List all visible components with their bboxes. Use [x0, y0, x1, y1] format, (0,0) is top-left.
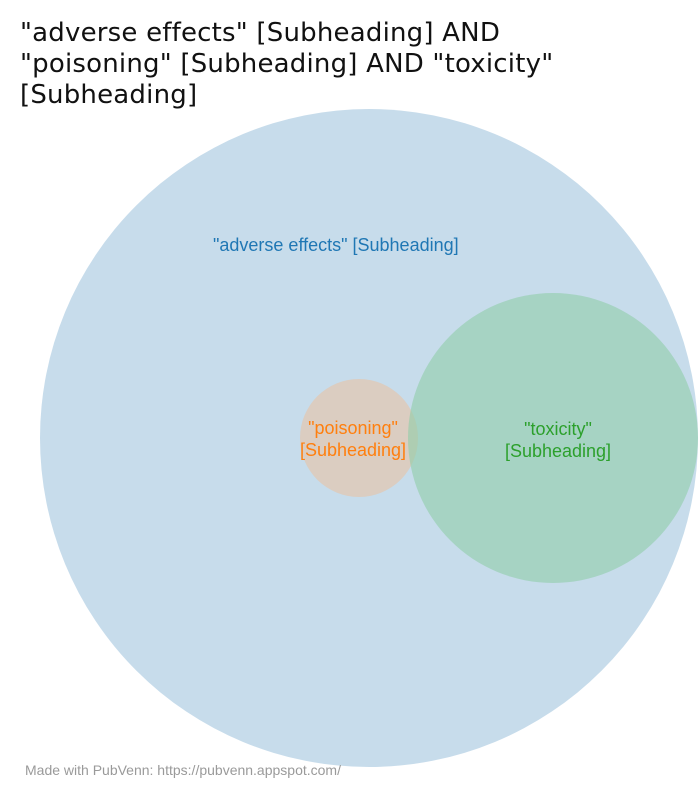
circle-poisoning[interactable]: [300, 379, 418, 497]
title-line-1: "adverse effects" [Subheading] AND: [20, 18, 501, 48]
label-adverse-effects-text: "adverse effects" [Subheading]: [213, 235, 459, 255]
title-line-3: [Subheading]: [20, 80, 198, 110]
title-line-2: "poisoning" [Subheading] AND "toxicity": [20, 49, 554, 79]
footer-credit: Made with PubVenn: https://pubvenn.appsp…: [25, 762, 341, 778]
diagram-title: "adverse effects" [Subheading] AND "pois…: [20, 18, 670, 111]
label-toxicity-line-2: [Subheading]: [504, 441, 612, 461]
label-toxicity-line-1: "toxicity": [524, 419, 592, 439]
label-adverse-effects: "adverse effects" [Subheading]: [213, 234, 459, 256]
label-poisoning-line-2: [Subheading]: [299, 440, 407, 460]
label-poisoning: "poisoning" [Subheading]: [294, 417, 412, 461]
label-toxicity: "toxicity" [Subheading]: [498, 418, 618, 462]
label-poisoning-line-1: "poisoning": [308, 418, 398, 438]
circle-toxicity[interactable]: [408, 293, 698, 583]
